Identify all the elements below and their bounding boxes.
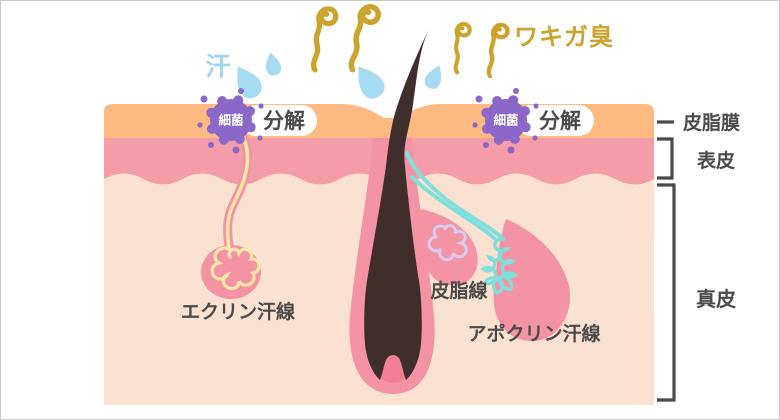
decompose-label-right: 分解	[516, 105, 594, 136]
eccrine-coil	[210, 246, 261, 291]
sweat-label: 汗	[205, 53, 230, 81]
decompose-pill	[241, 105, 317, 136]
sweat-drop-icon	[262, 50, 283, 77]
decompose-text: 分解	[539, 109, 581, 133]
sweat-drop-icon	[348, 59, 389, 104]
apocrine-gland-body	[493, 219, 570, 342]
odor-squiggle-icon	[489, 25, 508, 76]
bacteria-icon-left: 細菌	[197, 88, 264, 154]
sebaceous-coil	[427, 224, 468, 262]
sebaceous-label: 皮脂線	[430, 279, 487, 302]
dermis-label: 真皮	[696, 287, 736, 311]
sweat-drop-icon	[422, 62, 447, 92]
decompose-text: 分解	[263, 109, 305, 133]
odor-squiggle-icon	[351, 6, 379, 71]
bacteria-text: 細菌	[218, 113, 244, 128]
dermis-bracket	[657, 183, 676, 402]
epidermis-bracket	[657, 137, 674, 180]
odor-squiggle-icons	[314, 6, 508, 76]
sebum-film-label: 皮脂膜	[683, 111, 740, 134]
eccrine-duct	[225, 132, 250, 251]
bacteria-text: 細菌	[493, 113, 519, 128]
eccrine-gland	[201, 129, 261, 299]
epidermis-label: 表皮	[697, 149, 735, 172]
apocrine-coil	[480, 237, 518, 295]
layer-annotations	[657, 120, 676, 402]
odor-squiggle-icon	[452, 23, 473, 72]
sebaceous-gland	[420, 209, 478, 286]
apocrine-duct	[405, 151, 505, 241]
eccrine-label: エクリン汗線	[181, 300, 295, 323]
apocrine-label: アポクリン汗線	[467, 322, 600, 345]
apocrine-gland	[405, 151, 570, 342]
bacteria-icon-right: 細菌	[472, 88, 539, 154]
sweat-drop-icon	[228, 60, 266, 103]
apocrine-duct-strand	[410, 175, 497, 241]
odor-squiggle-icon	[314, 9, 336, 70]
decompose-label-left: 分解	[241, 105, 317, 136]
odor-label: ワキガ臭	[514, 23, 614, 51]
hair-shaft	[364, 29, 429, 380]
decompose-pill	[516, 105, 594, 136]
